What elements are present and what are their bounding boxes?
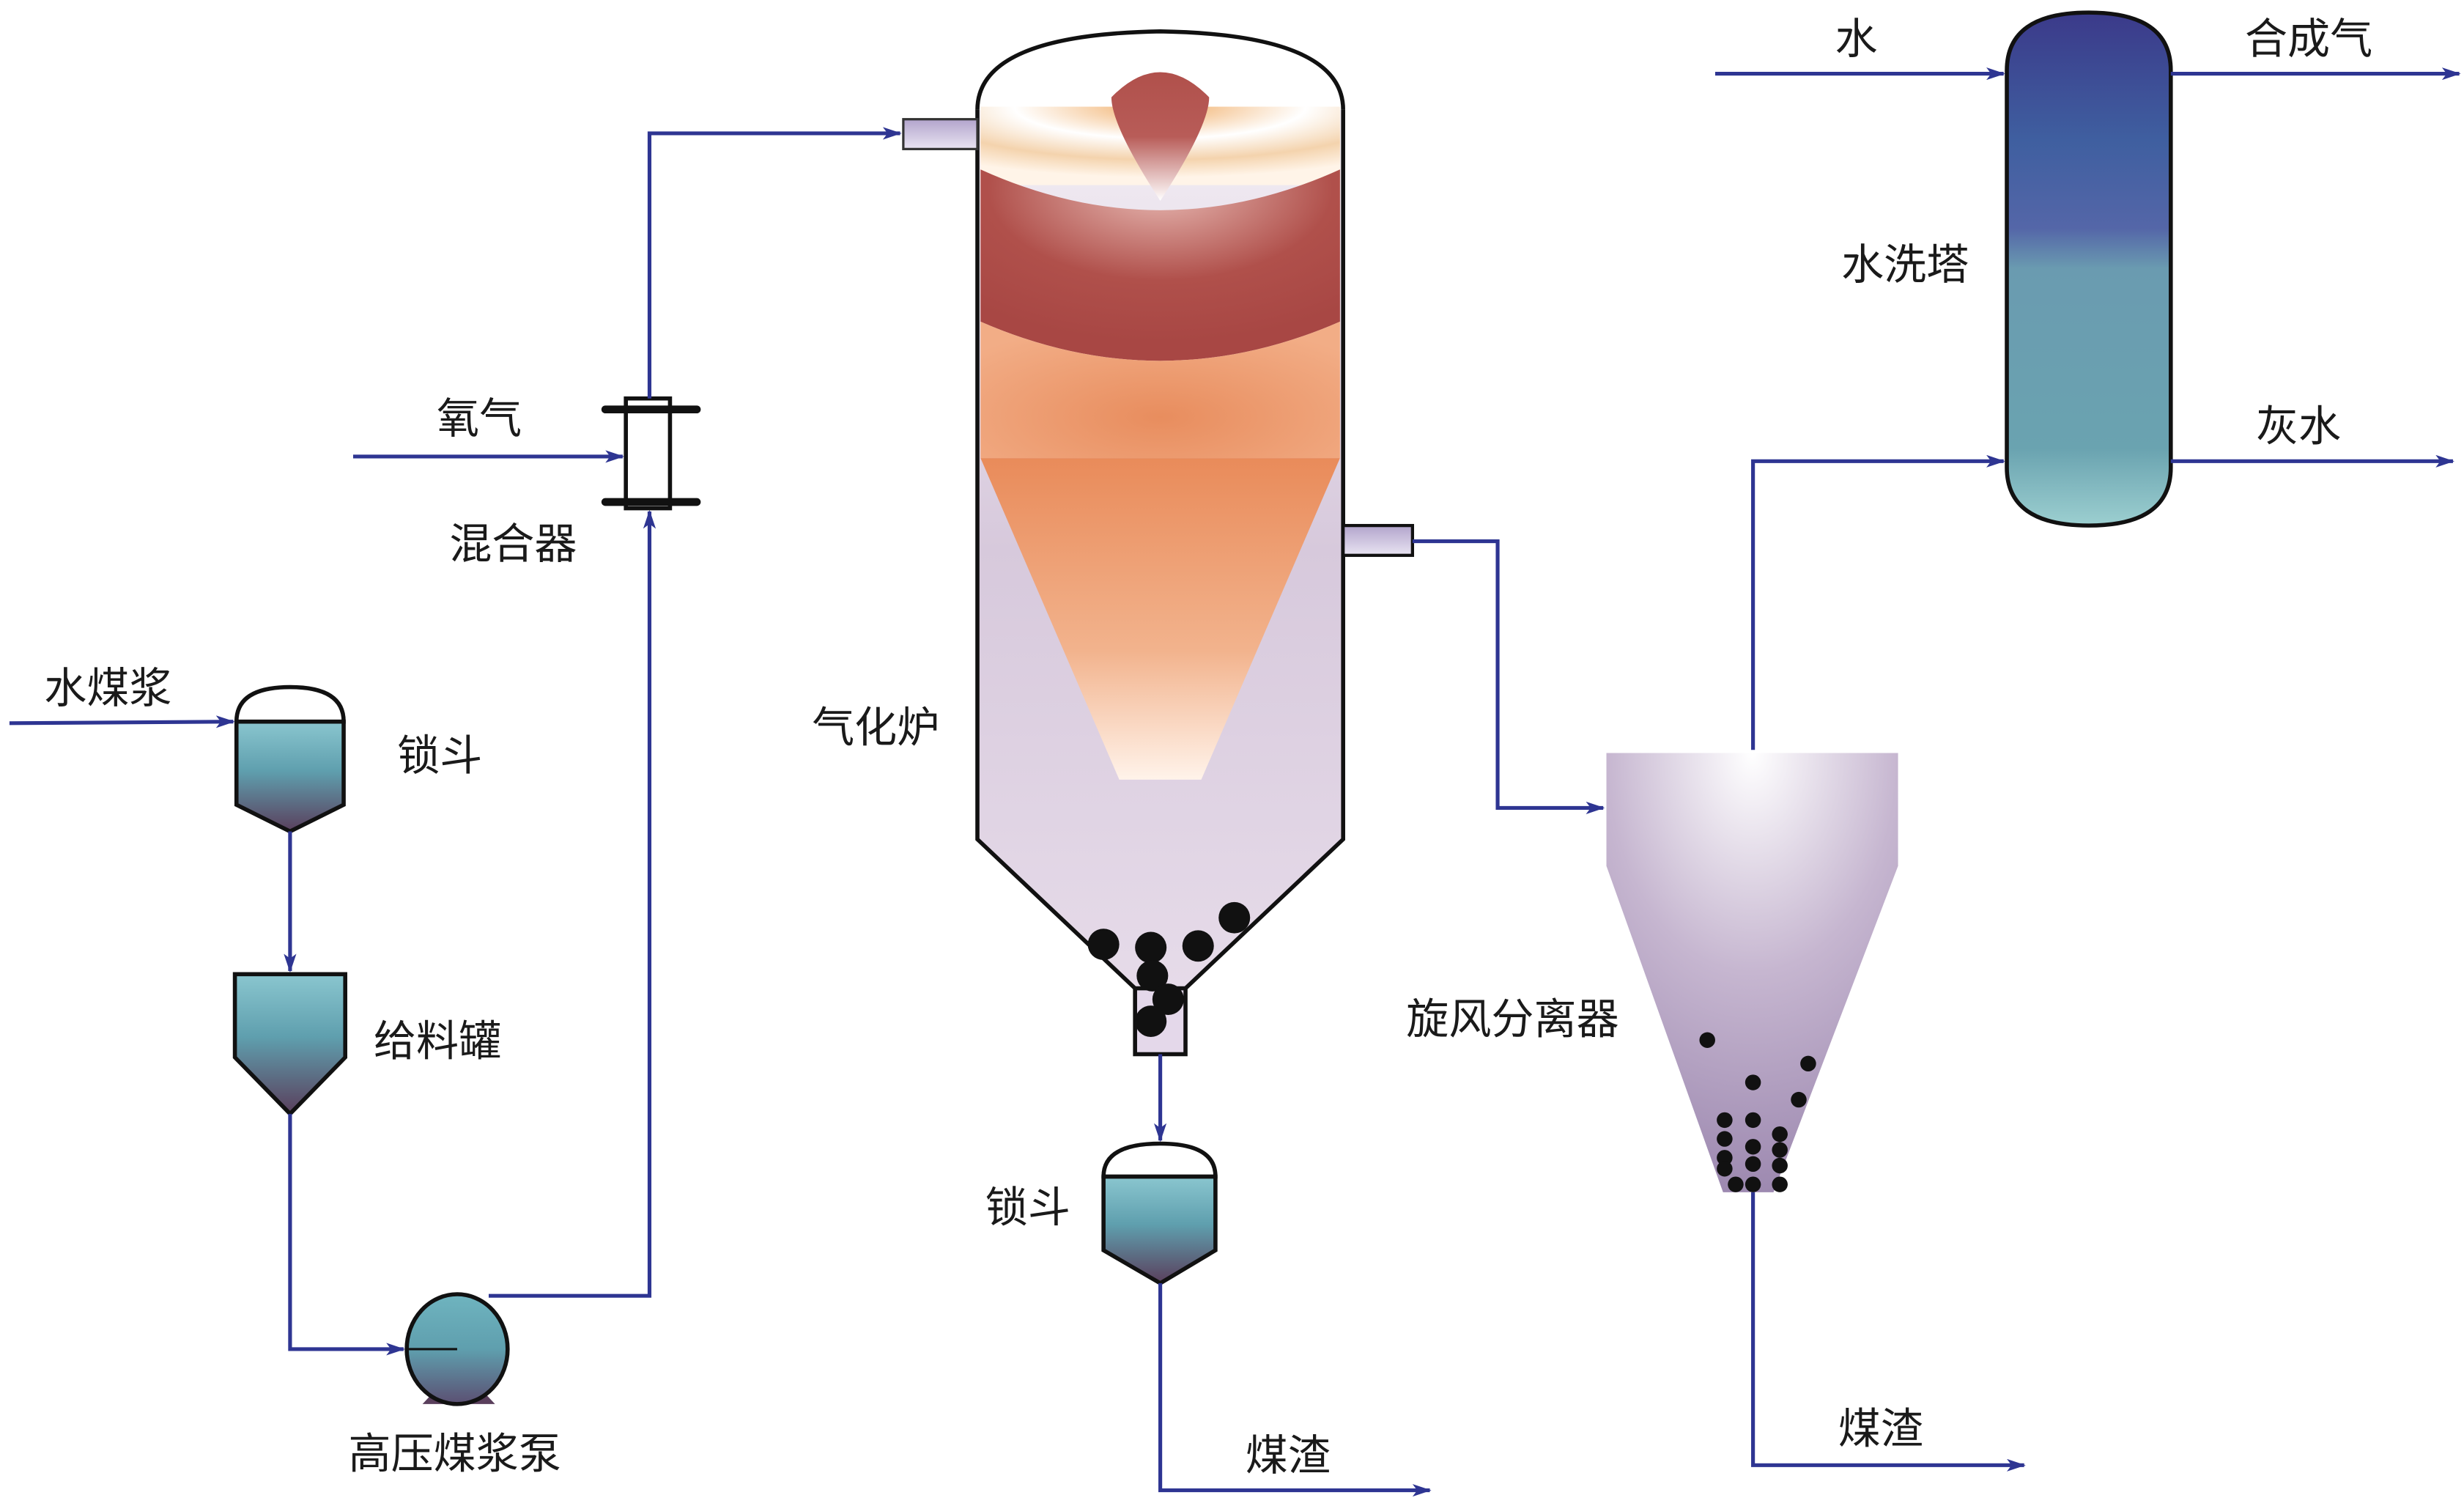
label-oxygen: 氧气 — [437, 394, 522, 443]
label-water-in: 水 — [1835, 14, 1877, 64]
pipe-cyclone-to-tower — [1751, 454, 2005, 750]
label-slurry-in: 水煤浆 — [44, 663, 171, 713]
water-wash-tower — [2005, 10, 2173, 528]
pipe-feed-to-pump — [288, 1113, 405, 1356]
pipe-slag-out-gasifier — [1158, 1283, 1432, 1497]
label-syngas-out: 合成气 — [2245, 14, 2372, 64]
label-gasifier: 气化炉 — [812, 703, 939, 753]
gasifier-outlet-nozzle — [1342, 523, 1415, 557]
cyclone-particles — [1699, 1032, 1816, 1192]
slurry-pump — [404, 1292, 510, 1406]
gasifier-inlet-nozzle — [902, 118, 979, 150]
mixer — [601, 396, 701, 511]
pipe-slag-out-cyclone — [1751, 1192, 2026, 1472]
pipe-slurry-in — [9, 715, 235, 728]
gasifier — [902, 29, 1415, 1057]
label-slag-gasifier: 煤渣 — [1246, 1431, 1331, 1480]
label-grey-water-out: 灰水 — [2256, 402, 2341, 451]
label-lock-hopper-top: 锁斗 — [397, 731, 482, 780]
cyclone-separator — [1606, 753, 1898, 1192]
label-feed-tank: 给料罐 — [374, 1016, 501, 1066]
lock-hopper-bottom — [1101, 1141, 1218, 1286]
flame-drop — [1111, 72, 1210, 201]
pipe-gasifier-to-cyclone — [1412, 539, 1605, 814]
pipe-pump-to-mixer — [489, 509, 656, 1298]
label-pump: 高压煤浆泵 — [349, 1429, 561, 1479]
label-mixer: 混合器 — [449, 519, 577, 569]
label-cyclone: 旋风分离器 — [1406, 994, 1618, 1044]
pipe-mixer-to-gasifier — [647, 127, 902, 399]
slag-particles — [1087, 901, 1251, 1037]
lock-hopper-top — [234, 684, 346, 834]
label-lock-hopper-bottom: 锁斗 — [985, 1183, 1070, 1233]
label-wash-tower: 水洗塔 — [1841, 240, 1969, 289]
pipes — [9, 67, 2461, 1497]
label-slag-cyclone: 煤渣 — [1838, 1404, 1923, 1454]
feed-tank — [232, 972, 348, 1117]
